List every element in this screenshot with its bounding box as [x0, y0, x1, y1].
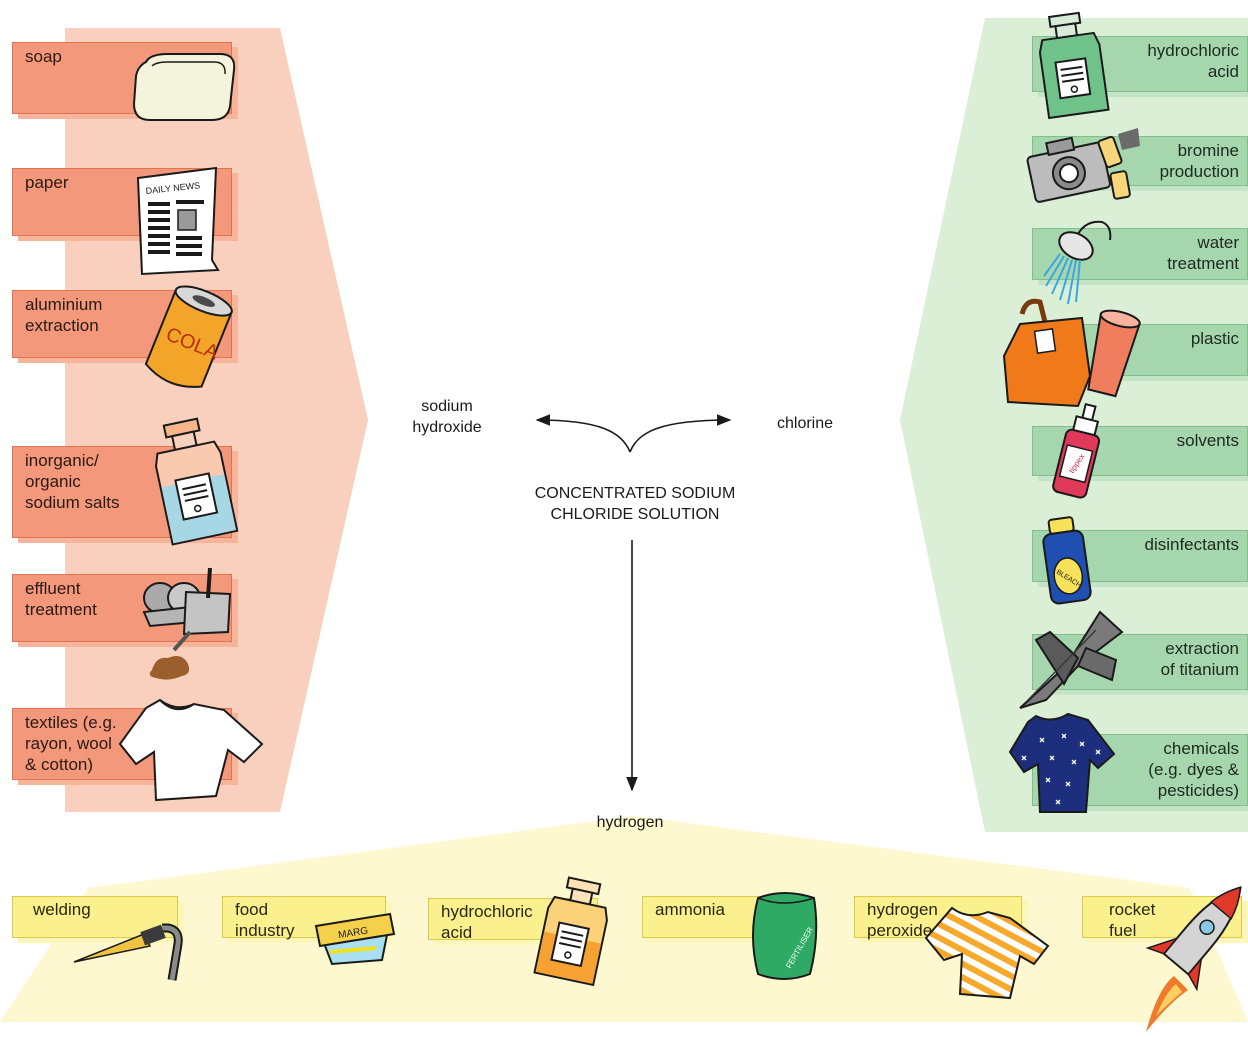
use-label-line: effluent: [25, 579, 81, 598]
use-label-line: sodium salts: [25, 493, 120, 512]
use-label-line: soap: [25, 47, 62, 66]
use-label-line: disinfectants: [1144, 535, 1240, 554]
sewage-icon: [142, 567, 232, 680]
use-label-line: of titanium: [1160, 660, 1239, 679]
use-label-line: treatment: [25, 600, 97, 619]
use-label-line: (e.g. dyes &: [1148, 760, 1239, 779]
use-label-line: acid: [1207, 62, 1239, 81]
use-label-line: hydrochloric: [441, 902, 533, 921]
solution-title: CONCENTRATED SODIUM CHLORIDE SOLUTION: [500, 483, 770, 525]
use-label-line: extraction: [1165, 639, 1239, 658]
sodium-hydroxide-title-line1: sodium: [421, 398, 473, 415]
shower-icon: [1043, 220, 1112, 305]
jet-plane-icon: [1019, 610, 1124, 709]
use-label-line: organic: [25, 472, 81, 491]
chlorine-title: chlorine: [776, 415, 834, 432]
use-label-line: & cotton): [25, 755, 94, 774]
use-label-line: textiles (e.g.: [25, 713, 117, 732]
use-label-line: inorganic/: [25, 451, 99, 470]
use-label-line: rocket: [1109, 900, 1156, 919]
solvent-bottle-icon: tippex: [1052, 403, 1101, 499]
use-label-line: paper: [25, 173, 69, 192]
use-label-line: hydrochloric: [1147, 41, 1239, 60]
arrow-to-chlorine: [629, 414, 732, 453]
use-label-line: treatment: [1167, 254, 1239, 273]
use-label-line: aluminium: [25, 295, 103, 314]
use-label-line: rayon, wool: [25, 734, 112, 753]
use-label-line: food: [235, 900, 269, 919]
solution-title-line2: CHLORIDE SOLUTION: [550, 506, 720, 523]
welding-torch-icon: [73, 923, 183, 981]
use-label-line: solvents: [1176, 431, 1239, 450]
hydrogen-title: hydrogen: [596, 814, 664, 831]
use-label-line: water: [1197, 233, 1239, 252]
fertiliser-sack-icon: FERTILISER: [752, 892, 818, 980]
use-food-industry: food industry: [222, 896, 386, 940]
bleach-bottle-icon: BLEACH: [1042, 516, 1092, 605]
soap-bar-icon: [132, 53, 236, 121]
use-label-line: peroxide: [867, 921, 933, 940]
use-label-line: plastic: [1190, 329, 1239, 348]
sodium-hydroxide-title: sodium hydroxide: [400, 396, 494, 438]
newspaper-icon: DAILY NEWS: [136, 166, 220, 276]
use-label-line: fuel: [1109, 921, 1137, 940]
acid-bottle-icon: [533, 876, 608, 987]
use-label-line: welding: [33, 900, 91, 919]
use-label-line: bromine: [1177, 141, 1239, 160]
t-shirt-icon: [118, 698, 264, 802]
use-label-line: chemicals: [1163, 739, 1239, 758]
margarine-tub-icon: MARG: [314, 912, 396, 966]
plastic-bag-cup-icon: [1002, 298, 1141, 408]
arrow-to-sodium-hydroxide: [535, 414, 631, 453]
cola-can-icon: COLA: [144, 285, 233, 388]
use-label-line: extraction: [25, 316, 99, 335]
use-label-line: production: [1159, 162, 1239, 181]
bottle-icon: [155, 417, 239, 546]
camera-film-icon: [1026, 128, 1140, 203]
use-label-line: ammonia: [655, 900, 725, 919]
use-label-line: pesticides): [1157, 781, 1239, 800]
rocket-icon: [1145, 886, 1242, 1032]
use-label-line: hydrogen: [867, 900, 938, 919]
patterned-shirt-icon: [1008, 712, 1116, 813]
use-label-line: acid: [441, 923, 473, 942]
margarine-tub-label: MARG: [338, 926, 370, 942]
striped-shirt-icon: [924, 906, 1050, 1000]
sodium-hydroxide-title-line2: hydroxide: [412, 419, 482, 436]
use-label-line: industry: [235, 921, 295, 940]
solution-title-line1: CONCENTRATED SODIUM: [534, 485, 736, 502]
hydrogen-panel: [0, 816, 1248, 1022]
acid-bottle-icon: [1038, 11, 1110, 120]
